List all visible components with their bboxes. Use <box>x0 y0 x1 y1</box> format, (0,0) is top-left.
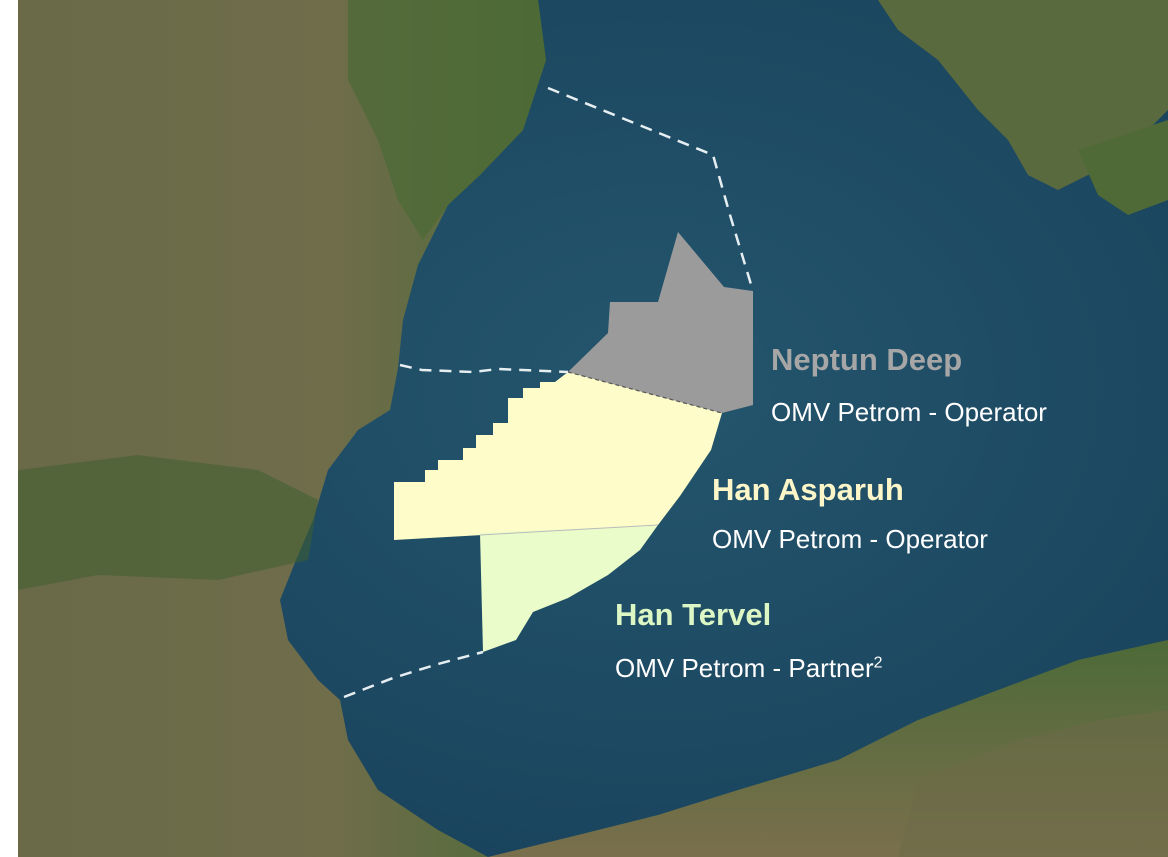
crimea-peninsula-tip <box>1078 120 1168 215</box>
han-tervel-block[interactable] <box>480 525 658 652</box>
neptun-deep-title: Neptun Deep <box>771 342 963 377</box>
west-forest-band <box>18 455 318 590</box>
eez-boundaries <box>343 86 755 699</box>
eez-boundary-north <box>547 86 755 292</box>
eez-boundary-bg-tr <box>343 650 484 699</box>
danube-delta-land <box>348 0 546 240</box>
eez-boundary-ro-bg <box>399 363 569 374</box>
footnote-marker: 2 <box>873 654 883 672</box>
han-tervel-role-text: OMV Petrom - Partner <box>615 653 874 683</box>
crimea-land <box>878 0 1168 190</box>
map-canvas <box>18 0 1168 857</box>
neptun-deep-role: OMV Petrom - Operator <box>771 397 1047 427</box>
block-border-neptun-asparuh <box>567 371 723 414</box>
south-land-highlight <box>898 710 1168 857</box>
han-tervel-role: OMV Petrom - Partner2 <box>615 653 883 684</box>
block-border-asparuh-tervel <box>479 524 659 536</box>
satellite-map: Neptun Deep OMV Petrom - Operator Han As… <box>18 0 1168 857</box>
han-asparuh-title: Han Asparuh <box>712 472 904 507</box>
neptun-deep-block[interactable] <box>568 232 753 413</box>
han-tervel-title: Han Tervel <box>615 597 772 632</box>
han-asparuh-role: OMV Petrom - Operator <box>712 524 988 554</box>
han-asparuh-block[interactable] <box>394 372 722 540</box>
